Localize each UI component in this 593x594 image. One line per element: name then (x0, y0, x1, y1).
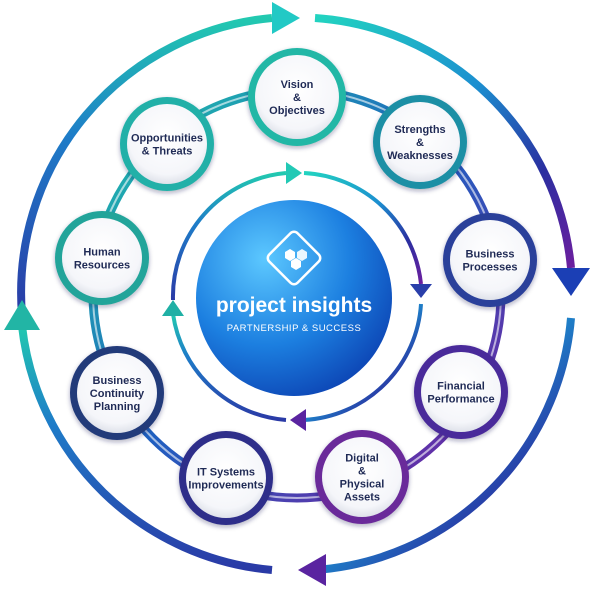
outer-arc-top-right (314, 14, 575, 269)
center-subtitle: PARTNERSHIP & SUCCESS (227, 323, 362, 334)
node-label-line: Human (83, 247, 121, 259)
node-opportunities: Opportunities& Threats (120, 97, 214, 191)
node-label-line: Weaknesses (387, 150, 453, 162)
node-label-line: & (293, 92, 301, 104)
node-label-line: Objectives (269, 105, 325, 117)
node-face (380, 102, 460, 182)
outer-arc-bottom-left (18, 325, 273, 574)
node-label-line: Improvements (188, 480, 263, 492)
center-badge: project insights PARTNERSHIP & SUCCESS (196, 200, 392, 396)
inner-arrow-left (162, 300, 184, 316)
node-face (450, 220, 530, 300)
node-vision: Vision&Objectives (248, 48, 346, 146)
node-label-line: Processes (462, 262, 517, 274)
node-label-line: Assets (344, 492, 380, 504)
node-label-line: & (416, 137, 424, 149)
node-label-line: Physical (340, 479, 385, 491)
node-face (255, 55, 339, 139)
node-label-line: Planning (94, 401, 140, 413)
node-label-line: Financial (437, 381, 485, 393)
inner-cycle (162, 162, 432, 431)
node-label-line: Vision (281, 79, 314, 91)
node-label-line: Business (93, 375, 142, 387)
inner-arrow-bottom (290, 409, 306, 431)
outer-arc-bottom-right (314, 317, 575, 574)
node-label-line: Performance (427, 394, 494, 406)
inner-arrow-right (410, 284, 432, 298)
outer-cycle (4, 2, 590, 586)
inner-arc-bottom (303, 303, 423, 422)
node-label-line: Continuity (90, 388, 145, 400)
node-face (421, 352, 501, 432)
node-face (186, 438, 266, 518)
node-face (127, 104, 207, 184)
outer-arc-top-left (17, 14, 273, 316)
node-label-line: Digital (345, 453, 379, 465)
node-face (77, 353, 157, 433)
node-group: Vision&ObjectivesStrengths&WeaknessesBus… (55, 48, 537, 525)
node-label-line: Opportunities (131, 133, 203, 145)
node-label-line: Strengths (394, 124, 445, 136)
node-label-line: & Threats (142, 146, 193, 158)
node-face (62, 218, 142, 298)
node-strengths: Strengths&Weaknesses (373, 95, 467, 189)
inner-arrow-top (286, 162, 302, 184)
outer-arrow-right (552, 268, 590, 296)
inner-arc-left (171, 313, 287, 422)
center-title: project insights (216, 294, 372, 317)
node-label-line: Resources (74, 260, 130, 272)
node-label-line: & (358, 466, 366, 478)
hexagon-logo-icon (266, 230, 322, 286)
outer-arrow-bottom (298, 554, 326, 586)
node-label-line: IT Systems (197, 467, 255, 479)
outer-arrow-left (4, 300, 40, 330)
inner-arc-top (170, 171, 287, 301)
node-label-line: Business (466, 249, 515, 261)
outer-arrow-top (272, 2, 300, 34)
node-face (322, 437, 402, 517)
inner-arc-right (303, 171, 423, 285)
